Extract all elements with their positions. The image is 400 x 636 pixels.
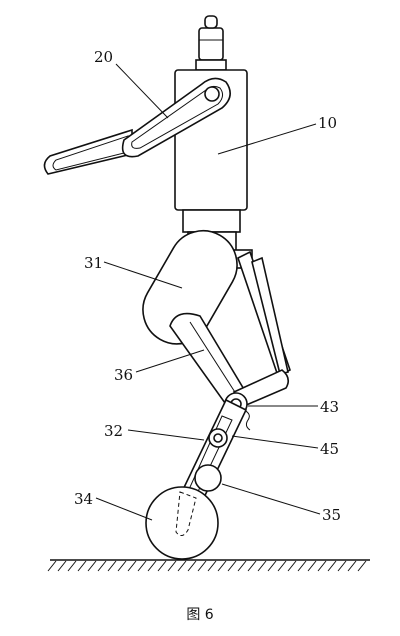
ground-hatch <box>227 560 237 572</box>
reference-labels: 20 10 31 36 43 32 45 34 35 <box>74 48 341 524</box>
ground-hatch <box>257 560 267 572</box>
ground-hatch <box>247 560 257 572</box>
ground-hatch <box>167 560 177 572</box>
ground-hatch <box>237 560 247 572</box>
ground-hatch <box>277 560 287 572</box>
ankle-joint-35 <box>194 464 222 492</box>
ground-hatch <box>57 560 67 572</box>
arm-20-front <box>121 77 231 158</box>
ground-hatch <box>327 560 337 572</box>
ground-hatch <box>207 560 217 572</box>
ground-hatch <box>357 560 367 572</box>
ground-hatch <box>267 560 277 572</box>
ground-hatch <box>47 560 57 572</box>
ground-hatch <box>307 560 317 572</box>
ground-hatch <box>287 560 297 572</box>
label-20: 20 <box>94 48 113 66</box>
ground-hatch <box>67 560 77 572</box>
label-10: 10 <box>318 114 337 132</box>
label-35: 35 <box>322 506 341 524</box>
label-32: 32 <box>104 422 123 440</box>
ground-hatch <box>147 560 157 572</box>
ground-hatch <box>297 560 307 572</box>
ground-hatch <box>137 560 147 572</box>
arm-20 <box>43 128 133 175</box>
ground-hatch <box>217 560 227 572</box>
label-36: 36 <box>114 366 133 384</box>
ground-hatch <box>117 560 127 572</box>
label-43: 43 <box>320 398 339 416</box>
joint-45 <box>208 428 228 448</box>
ground-hatch <box>347 560 357 572</box>
ground-hatch <box>97 560 107 572</box>
label-45: 45 <box>320 440 339 458</box>
figure-caption: 图 6 <box>186 607 214 623</box>
label-34: 34 <box>74 490 93 508</box>
shank-36 <box>169 312 250 412</box>
ground-hatch <box>77 560 87 572</box>
ground-hatch <box>317 560 327 572</box>
ground-hatch <box>187 560 197 572</box>
ground-hatch <box>197 560 207 572</box>
ground-hatch <box>157 560 167 572</box>
ground-hatch <box>87 560 97 572</box>
label-31: 31 <box>84 254 103 272</box>
ground-hatch <box>337 560 347 572</box>
ground <box>47 559 370 572</box>
leader-lines <box>95 63 321 521</box>
ground-hatch <box>107 560 117 572</box>
rear-link <box>237 250 291 378</box>
wheel-34 <box>145 486 219 560</box>
ground-hatch <box>177 560 187 572</box>
head-sensor <box>195 15 227 71</box>
thigh-31 <box>142 230 238 345</box>
ground-hatch <box>127 560 137 572</box>
